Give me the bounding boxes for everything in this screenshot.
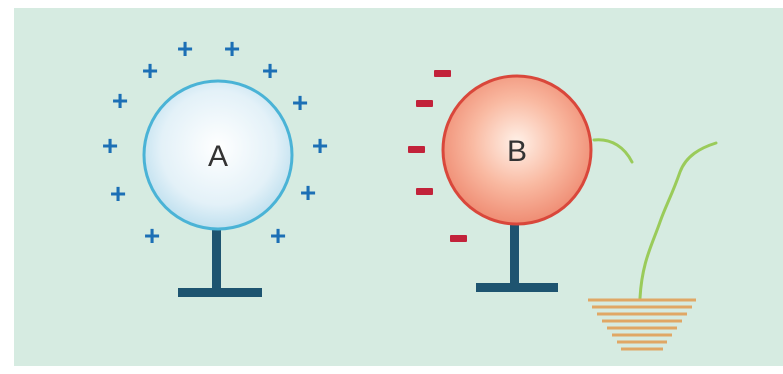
positive-charge-icon: + <box>262 55 278 86</box>
positive-charge-icon: + <box>142 55 158 86</box>
positive-charge-icon: + <box>292 87 308 118</box>
positive-charge-icon: + <box>312 130 328 161</box>
negative-charges <box>408 70 467 242</box>
positive-charge-icon: + <box>177 33 193 64</box>
positive-charge-icon: + <box>224 33 240 64</box>
positive-charge-icon: + <box>102 130 118 161</box>
sphere-a-group: A + + + + + + + + + + + + <box>102 33 328 297</box>
ground-wire <box>592 138 634 164</box>
negative-charge-icon <box>434 70 451 77</box>
negative-charge-icon <box>450 235 467 242</box>
positive-charges: + + + + + + + + + + + + <box>102 33 328 251</box>
negative-charge-icon <box>416 100 433 107</box>
ground-icon <box>588 298 696 351</box>
sphere-a-stand-base <box>178 288 262 297</box>
positive-charge-icon: + <box>110 178 126 209</box>
negative-charge-icon <box>408 146 425 153</box>
sphere-a <box>142 79 294 231</box>
sphere-b-label: B <box>507 135 527 168</box>
sphere-b <box>441 74 593 226</box>
positive-charge-icon: + <box>144 220 160 251</box>
sphere-b-stand-base <box>476 283 558 292</box>
background-panel <box>14 8 783 366</box>
sphere-a-stand-post <box>212 228 221 292</box>
positive-charge-icon: + <box>270 220 286 251</box>
positive-charge-icon: + <box>112 85 128 116</box>
sphere-a-label: A <box>208 140 228 173</box>
negative-charge-icon <box>416 188 433 195</box>
sphere-b-group: B <box>408 70 718 351</box>
sphere-b-stand-post <box>510 222 519 288</box>
positive-charge-icon: + <box>300 177 316 208</box>
ground-wire <box>638 141 718 300</box>
